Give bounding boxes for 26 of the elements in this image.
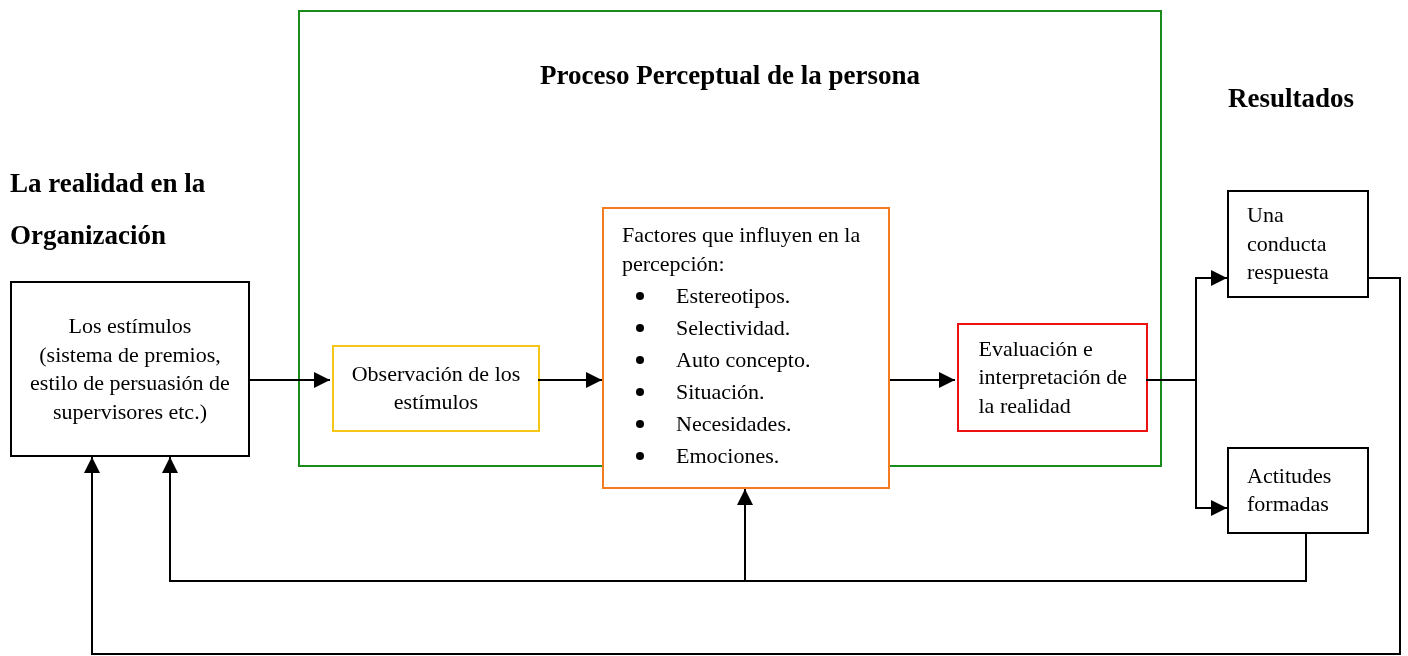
section-heading: La realidad en la Organización [10,167,207,252]
frame-title: Proceso Perceptual de la persona [540,60,920,91]
box-heading: Factores que influyen en la percepción: [622,221,862,278]
list-item: Necesidades. [676,411,792,438]
arrow [889,372,956,388]
process-frame [298,10,1162,467]
list-item: Situación. [676,379,765,406]
list-item: Estereotipos. [676,283,791,310]
process-box [10,281,250,457]
list-item: Selectividad. [676,315,791,342]
process-box [602,207,890,489]
process-box [332,345,540,432]
list-item: Emociones. [676,443,780,470]
process-box [957,323,1148,432]
arrow [737,488,1307,582]
process-box [1227,190,1369,298]
process-box [1227,447,1369,534]
list-item: Auto concepto. [676,347,811,374]
box-label: Una conducta respuesta [1246,201,1330,287]
box-label: Actitudes formadas [1246,461,1333,519]
arrow [249,372,331,388]
box-label: Observación de los estímulos [350,359,522,417]
box-label: Los estímulos (sistema de premios, estilo de persuasión de supervisores etc.) [29,311,231,426]
section-heading: Resultados [1228,82,1356,115]
box-label: Evaluación e interpretación de la realidad [977,334,1128,420]
arrow [84,277,1401,655]
